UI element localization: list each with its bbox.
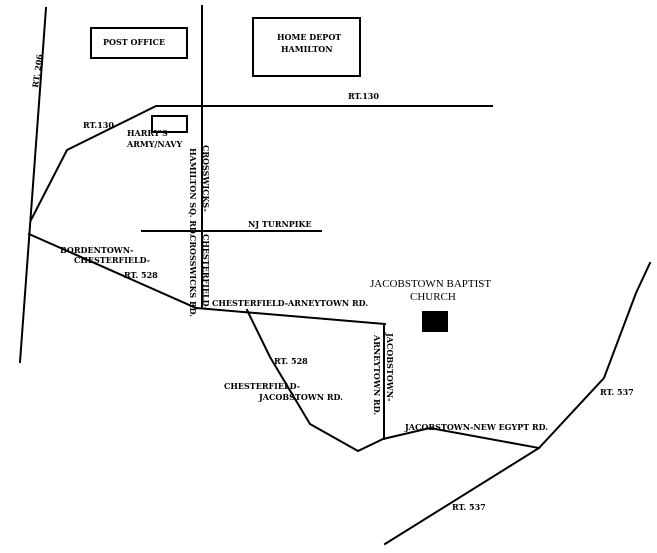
jacobstown-label: JACOBSTOWN- [385, 332, 395, 401]
harrys-label: HARRY'S [127, 128, 168, 138]
bordentown-label: BORDENTOWN- [60, 245, 133, 255]
post-office-label: POST OFFICE [103, 37, 165, 47]
church-marker-icon [422, 311, 448, 332]
rt-537-south-label: RT. 537 [452, 502, 486, 512]
church-title-label: JACOBSTOWN BAPTIST [370, 278, 491, 290]
post-office-building [90, 27, 188, 59]
rt-537-road [383, 261, 652, 546]
rt-528-west-label: RT. 528 [124, 270, 158, 280]
rt-528-south-label: RT. 528 [274, 356, 308, 366]
rt-130-east-label: RT.130 [348, 91, 379, 101]
chesterfield-arneytown-label: CHESTERFIELD-ARNEYTOWN RD. [212, 298, 368, 308]
rt-130-road [29, 105, 493, 222]
crosswicks-label: CROSSWICKS- [201, 145, 211, 212]
home-depot-label: HOME DEPOT [277, 32, 341, 42]
rt-206-label: RT. 206 [30, 53, 45, 88]
rt-130-west-label: RT.130 [83, 120, 114, 130]
hamilton-sq-rd-label: HAMILTON SQ. RD. [188, 148, 198, 237]
church-subtitle-label: CHURCH [410, 291, 456, 303]
arneytown-rd-label: ARNEYTOWN RD. [372, 334, 382, 415]
bordentown-chesterfield-road [27, 232, 198, 310]
bordentown-chesterfield-label: CHESTERFIELD- [74, 255, 150, 265]
crosswicks-rd-label: CROSSWICKS RD. [188, 235, 198, 317]
harrys-army-navy-label: ARMY/NAVY [126, 139, 182, 149]
jacobstown-rd-label: JACOBSTOWN RD. [258, 392, 343, 402]
rt-537-east-label: RT. 537 [600, 387, 634, 397]
chesterfield-jacobstown-road [245, 308, 541, 453]
rt-206-road [18, 6, 48, 364]
chesterfield-arneytown-road [194, 306, 387, 326]
chesterfield-label: CHESTERFIELD- [201, 234, 211, 310]
harrys-army-navy-building [151, 115, 188, 133]
home-depot-building [252, 17, 361, 77]
jacobstown-new-egypt-label: JACOBSTOWN-NEW EGYPT RD. [404, 422, 548, 432]
chesterfield-jacobstown-label: CHESTERFIELD- [224, 381, 300, 391]
nj-turnpike-label: NJ TURNPIKE [248, 219, 312, 229]
home-depot-hamilton-label: HAMILTON [281, 44, 333, 54]
